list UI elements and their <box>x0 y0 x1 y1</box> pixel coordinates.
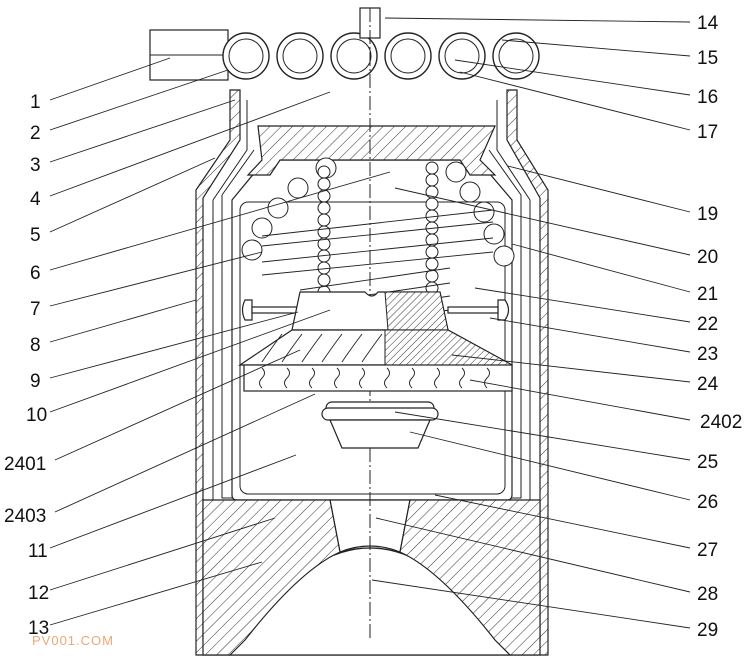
ball <box>459 181 481 203</box>
blade <box>341 333 363 363</box>
coil-ring <box>384 32 432 80</box>
label-13: 13 <box>28 618 49 639</box>
blade <box>281 333 303 363</box>
labels-right: 14 15 16 17 19 20 21 22 23 24 2402 25 26… <box>697 13 742 641</box>
wave <box>434 367 440 389</box>
ball <box>425 257 439 271</box>
label-17: 17 <box>697 122 718 143</box>
top-tube-coil <box>149 29 540 81</box>
wave <box>384 367 390 389</box>
ball <box>425 245 439 259</box>
label-12: 12 <box>28 583 49 604</box>
ball <box>425 173 439 187</box>
top-cap <box>246 125 497 176</box>
turbine-cone <box>238 329 513 366</box>
label-25: 25 <box>697 452 718 473</box>
label-10: 10 <box>26 405 47 426</box>
wave <box>409 367 415 389</box>
label-29: 29 <box>697 620 718 641</box>
ball <box>425 161 439 175</box>
label-15: 15 <box>697 48 718 69</box>
label-23: 23 <box>697 344 718 365</box>
blade <box>361 333 383 363</box>
blade <box>321 333 343 363</box>
coil-ring <box>222 32 270 80</box>
label-21: 21 <box>697 284 718 305</box>
ball <box>317 213 331 227</box>
wave <box>334 367 340 389</box>
ball <box>251 217 273 239</box>
blade <box>261 333 283 363</box>
label-2: 2 <box>30 123 41 144</box>
bottom-neck <box>202 499 541 656</box>
ball <box>317 273 331 287</box>
wave <box>309 367 315 389</box>
labels-left: 1 2 3 4 5 6 7 8 9 10 2401 2403 11 12 13 <box>4 92 49 639</box>
ball <box>317 201 331 215</box>
wave <box>459 367 465 389</box>
nozzle <box>321 401 439 449</box>
ball <box>425 197 439 211</box>
coil-ring <box>438 32 486 80</box>
ball <box>483 223 505 245</box>
coil-ring <box>276 32 324 80</box>
side-bolts <box>241 299 510 321</box>
wave <box>484 367 490 389</box>
ball <box>287 177 309 199</box>
label-14: 14 <box>697 13 719 34</box>
label-2403: 2403 <box>4 506 46 527</box>
blade <box>301 333 323 363</box>
label-28: 28 <box>697 584 718 605</box>
label-20: 20 <box>697 247 718 268</box>
label-8: 8 <box>30 335 41 356</box>
coil-ring <box>330 32 378 80</box>
label-2401: 2401 <box>4 454 46 475</box>
ball <box>241 239 263 261</box>
coil-ring <box>492 32 540 80</box>
wave <box>359 367 365 389</box>
label-6: 6 <box>30 263 41 284</box>
label-19: 19 <box>697 204 718 225</box>
label-3: 3 <box>30 155 41 176</box>
label-5: 5 <box>30 225 41 246</box>
wave <box>284 367 290 389</box>
ball <box>493 245 515 267</box>
impeller-hub <box>291 291 449 331</box>
label-11: 11 <box>28 541 48 562</box>
label-26: 26 <box>697 492 718 513</box>
ball <box>317 165 331 179</box>
ball <box>317 225 331 239</box>
ball <box>445 161 467 183</box>
blade-disc <box>243 364 513 392</box>
watermark: PV001.COM <box>32 633 114 648</box>
label-2402: 2402 <box>700 412 742 433</box>
leader-lines <box>49 17 691 629</box>
ball <box>317 177 331 191</box>
label-4: 4 <box>30 189 41 210</box>
label-16: 16 <box>697 87 718 108</box>
label-9: 9 <box>30 371 41 392</box>
ball <box>267 197 289 219</box>
label-27: 27 <box>697 540 718 561</box>
label-7: 7 <box>30 299 41 320</box>
label-22: 22 <box>697 314 718 335</box>
label-24: 24 <box>697 374 719 395</box>
wave <box>259 367 265 389</box>
ball <box>425 269 439 283</box>
label-1: 1 <box>30 92 41 113</box>
